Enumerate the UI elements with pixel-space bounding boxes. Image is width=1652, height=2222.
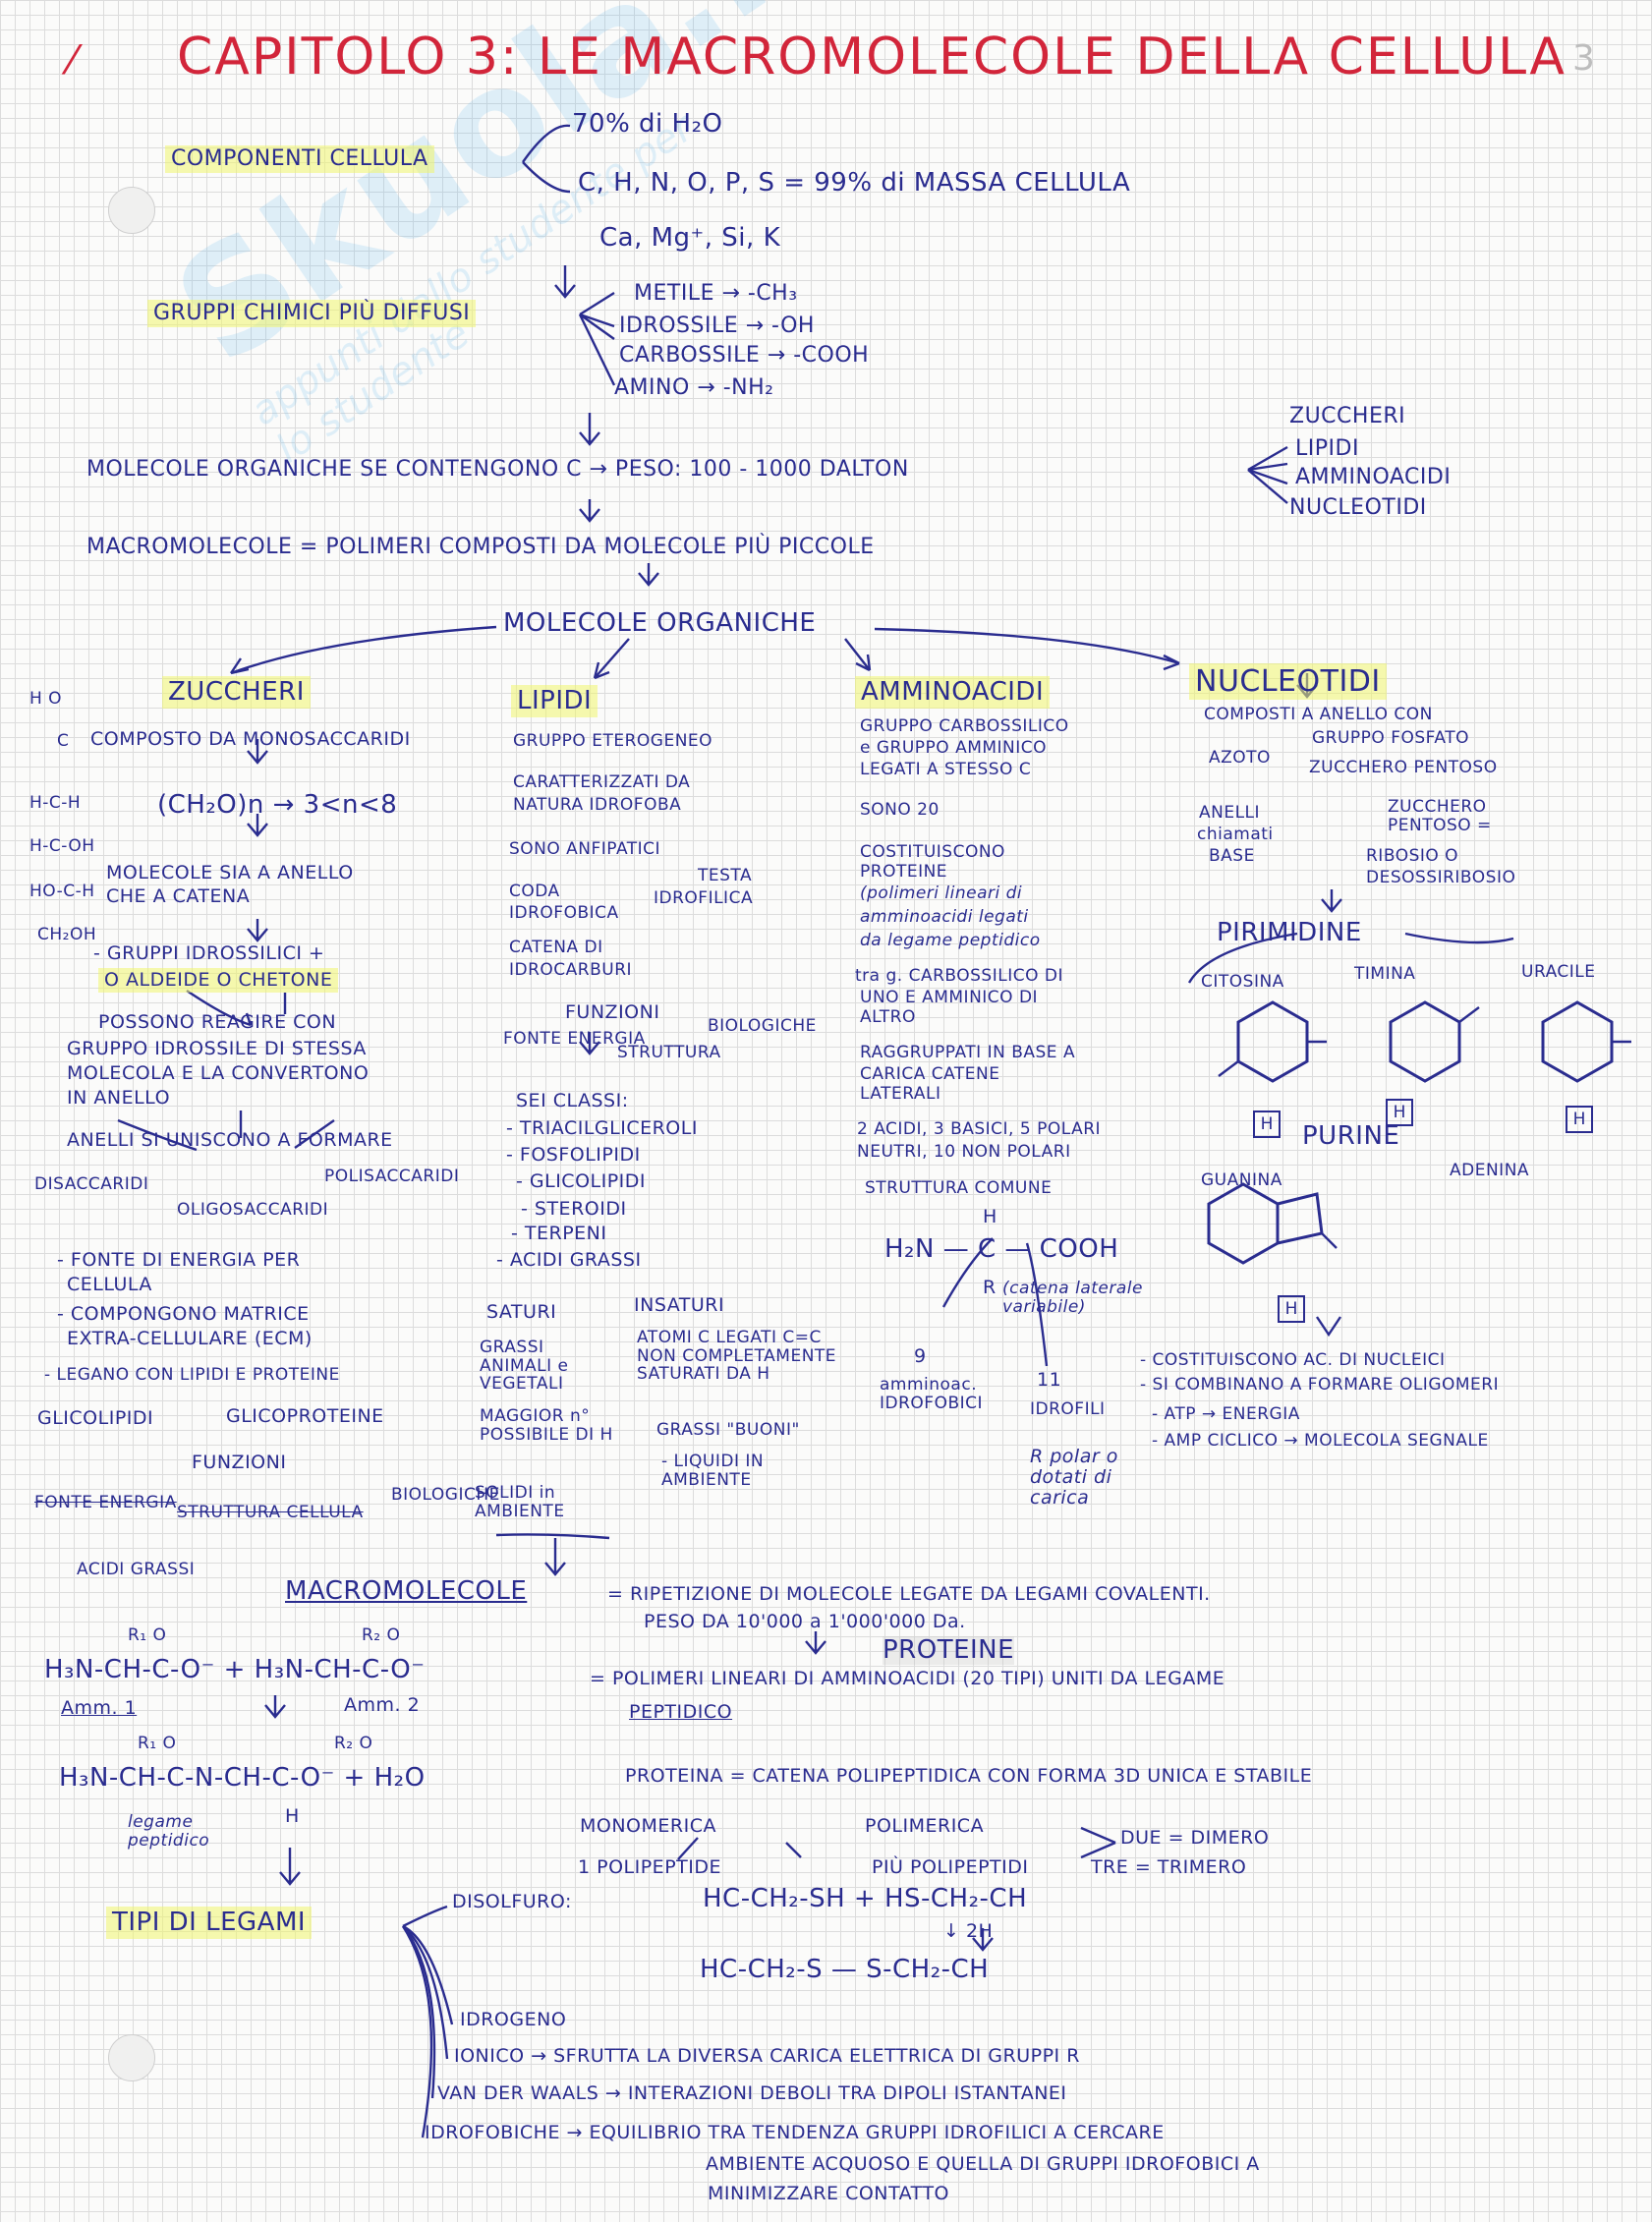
bonds-label: TIPI DI LEGAMI (106, 1907, 312, 1939)
bond-item: IDROGENO (460, 2010, 566, 2030)
protein-more: PIÙ POLIPEPTIDI (872, 1857, 1028, 1878)
disulfide-label: DISOLFURO: (452, 1892, 572, 1912)
hydrogen-box: H (1253, 1111, 1281, 1138)
macro-definition: = RIPETIZIONE DI MOLECOLE LEGATE DA LEGA… (607, 1584, 1211, 1605)
macro-heading: MACROMOLECOLE (285, 1577, 527, 1606)
proteins-heading: PROTEINE (883, 1636, 1014, 1665)
reaction-h: H (285, 1806, 300, 1827)
reaction-reactants: H₃N-CH-C-O⁻ + H₃N-CH-C-O⁻ (44, 1656, 426, 1684)
reaction-product: H₃N-CH-C-N-CH-C-O⁻ + H₂O (59, 1764, 426, 1793)
disulfide-product: HC-CH₂-S — S-CH₂-CH (700, 1956, 989, 1984)
reaction-r1: R₁ O (128, 1626, 166, 1645)
protein-monomeric: MONOMERICA (580, 1816, 716, 1837)
bond-item: IONICO → SFRUTTA LA DIVERSA CARICA ELETT… (454, 2046, 1080, 2067)
protein-one: 1 POLIPEPTIDE (578, 1857, 721, 1878)
reaction-r2: R₂ O (362, 1626, 400, 1645)
protein-polymeric: POLIMERICA (865, 1816, 984, 1837)
disulfide-arrow: ↓ 2H (943, 1921, 993, 1942)
reaction-am1: Amm. 1 (61, 1698, 137, 1719)
proteins-polymer: = POLIMERI LINEARI DI AMMINOACIDI (20 TI… (590, 1669, 1225, 1689)
hydrogen-box: H (1278, 1295, 1305, 1323)
proteins-peptidic: PEPTIDICO (629, 1702, 732, 1723)
reaction-r2-product: R₂ O (334, 1735, 372, 1753)
macro-weight: PESO DA 10'000 a 1'000'000 Da. (644, 1612, 966, 1632)
reaction-r1-product: R₁ O (138, 1735, 176, 1753)
protein-definition: PROTEINA = CATENA POLIPEPTIDICA CON FORM… (625, 1766, 1312, 1787)
hydrogen-box: H (1566, 1106, 1593, 1133)
disulfide-reactants: HC-CH₂-SH + HS-CH₂-CH (703, 1885, 1027, 1913)
peptide-bond-label: legame peptidico (128, 1813, 216, 1850)
reaction-am2: Amm. 2 (344, 1695, 420, 1716)
bond-item: IDROFOBICHE → EQUILIBRIO TRA TENDENZA GR… (425, 2123, 1165, 2143)
protein-trimer: TRE = TRIMERO (1091, 1857, 1246, 1878)
hydrogen-box: H (1386, 1099, 1413, 1126)
bond-item: MINIMIZZARE CONTATTO (708, 2184, 949, 2204)
protein-dimer: DUE = DIMERO (1120, 1828, 1269, 1849)
bond-item: AMBIENTE ACQUOSO E QUELLA DI GRUPPI IDRO… (706, 2154, 1260, 2175)
bond-item: VAN DER WAALS → INTERAZIONI DEBOLI TRA D… (437, 2083, 1067, 2104)
